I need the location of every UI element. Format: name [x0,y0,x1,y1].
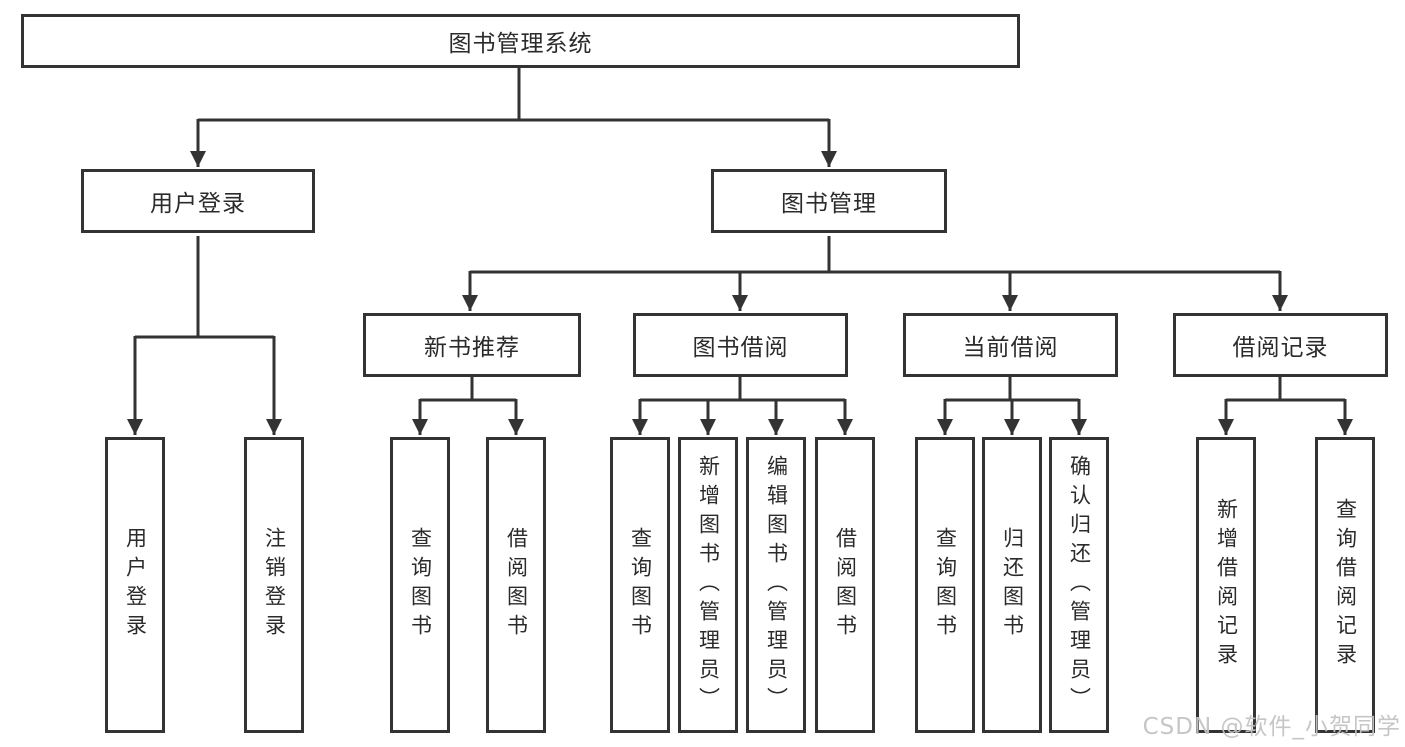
node-current-borrow: 当前借阅 [903,313,1118,377]
leaf-add-books-admin: 新增图书（管理员） [678,437,738,733]
node-label: 借阅图书 [504,527,529,643]
leaf-query-books-current: 查询图书 [915,437,975,733]
leaf-logout: 注销登录 [244,437,304,733]
node-book-management: 图书管理 [711,169,947,233]
node-label: 用户登录 [123,527,148,643]
node-label: 当前借阅 [962,335,1059,361]
node-new-book-recommend: 新书推荐 [363,313,581,377]
node-label: 用户登录 [150,191,246,217]
node-label: 借阅图书 [833,527,858,643]
node-label: 图书管理 [781,191,877,217]
leaf-query-books-borrow: 查询图书 [610,437,670,733]
node-borrow-records: 借阅记录 [1173,313,1388,377]
leaf-confirm-return-admin: 确认归还（管理员） [1049,437,1109,733]
node-label: 新书推荐 [424,335,520,361]
node-label: 查询图书 [933,527,958,643]
leaf-query-borrow-record: 查询借阅记录 [1315,437,1375,733]
leaf-edit-books-admin: 编辑图书（管理员） [746,437,806,733]
node-user-login: 用户登录 [81,169,315,233]
node-label: 借阅记录 [1232,335,1329,361]
node-label: 查询图书 [628,527,653,643]
node-label: 查询借阅记录 [1333,498,1358,672]
leaf-add-borrow-record: 新增借阅记录 [1196,437,1256,733]
node-library-management-system: 图书管理系统 [21,14,1020,68]
leaf-return-books: 归还图书 [982,437,1042,733]
leaf-query-books-recommend: 查询图书 [390,437,450,733]
node-label: 新增借阅记录 [1214,498,1239,672]
node-label: 确认归还（管理员） [1067,454,1092,716]
node-label: 注销登录 [262,527,287,643]
node-label: 图书管理系统 [448,31,593,57]
leaf-borrow-books-recommend: 借阅图书 [486,437,546,733]
node-label: 查询图书 [408,527,433,643]
leaf-user-login: 用户登录 [105,437,165,733]
node-label: 新增图书（管理员） [696,454,721,716]
node-book-borrow: 图书借阅 [633,313,848,377]
node-label: 编辑图书（管理员） [764,454,789,716]
node-label: 归还图书 [1000,527,1025,643]
node-label: 图书借阅 [692,335,789,361]
csdn-watermark: CSDN @软件_小贺同学 [1142,714,1401,740]
leaf-borrow-books: 借阅图书 [815,437,875,733]
